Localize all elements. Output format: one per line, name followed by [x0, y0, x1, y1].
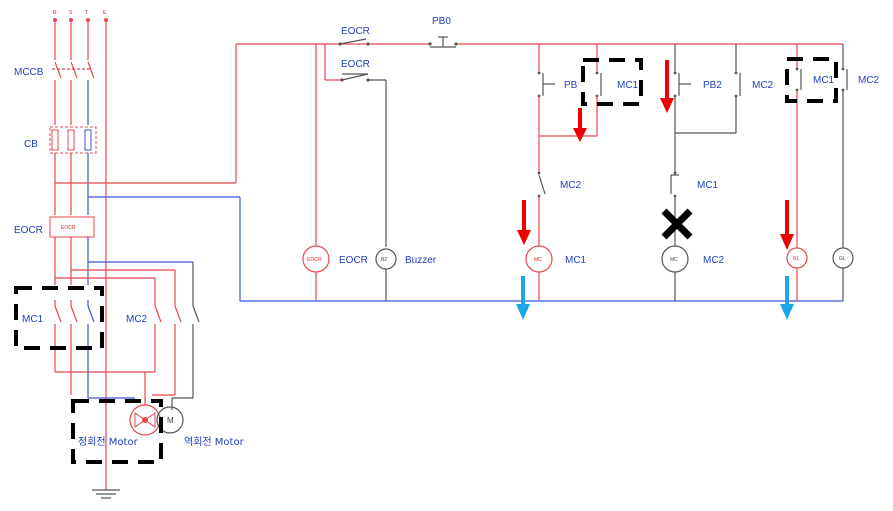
reverse-motor: M: [156, 406, 184, 434]
ground-icon: [92, 489, 120, 499]
mc1-self-hold-label: MC1: [617, 80, 639, 91]
pb1-button: [537, 71, 555, 98]
highlight-forward-motor: [71, 399, 163, 464]
red-arrow-icon: [660, 60, 674, 113]
phase-r-label: R: [53, 10, 57, 16]
cb-box: [49, 126, 97, 154]
phase-e-label: E: [103, 10, 107, 16]
mc2-lamp-contact: [841, 67, 848, 92]
reverse-motor-label: 역회전 Motor: [184, 436, 245, 448]
pb1-label: PB: [564, 80, 578, 91]
buzzer-icon: BZ: [375, 248, 397, 270]
eocr-coil: EOCR: [302, 245, 330, 273]
eocr-contact-second: [340, 73, 370, 82]
mc2-coil: MC: [661, 245, 689, 273]
svg-text:EOCR: EOCR: [307, 257, 322, 263]
pb2-button: [673, 71, 691, 98]
forward-motor: [129, 404, 161, 436]
highlight-mc1-self-hold: [581, 58, 643, 106]
svg-text:BZ: BZ: [381, 257, 387, 263]
blue-arrow-icon: [780, 276, 794, 320]
svg-text:RL: RL: [793, 256, 800, 262]
mc2-self-hold-label: MC2: [752, 80, 774, 91]
mc2-power-contacts: [154, 300, 200, 398]
gl-lamp: GL: [832, 247, 854, 269]
phase-t-label: T: [85, 10, 88, 16]
svg-text:MC: MC: [670, 257, 678, 263]
mc2-interlock-label: MC2: [560, 180, 582, 191]
eocr-power-box: [49, 216, 95, 238]
eocr-coil-label: EOCR: [339, 255, 368, 266]
x-mark-icon: [661, 208, 693, 240]
svg-text:GL: GL: [839, 256, 846, 262]
mc1-coil: MC: [525, 245, 553, 273]
pb0-label: PB0: [432, 16, 451, 27]
mc1-coil-label: MC1: [565, 255, 587, 266]
mccb-label: MCCB: [14, 67, 44, 78]
eocr-contact-second-label: EOCR: [341, 59, 370, 70]
pb0-button: [428, 36, 458, 48]
eocr-power-label: EOCR: [14, 225, 43, 236]
mc1-interlock-label: MC1: [697, 180, 719, 191]
rl-lamp: RL: [786, 247, 808, 269]
eocr-contact-top-label: EOCR: [341, 26, 370, 37]
mc1-lamp-contact: [795, 67, 802, 92]
eocr-contact-top: [338, 38, 370, 46]
mccb-switch: [52, 61, 95, 79]
annotations: [14, 57, 838, 464]
svg-text:MC: MC: [534, 257, 542, 263]
highlight-mc1-power: [14, 286, 104, 350]
mc2-interlock-contact: [537, 171, 546, 198]
mc1-self-hold-contact: [595, 71, 602, 98]
mc1-lamp-label: MC1: [813, 75, 835, 86]
svg-text:M: M: [167, 416, 174, 425]
power-circuit: R S T E MCCB CB: [14, 10, 245, 499]
mc2-power-label: MC2: [126, 314, 148, 325]
red-arrow-icon: [573, 108, 587, 142]
phase-s-label: S: [69, 10, 73, 16]
buzzer-label: Buzzer: [405, 255, 437, 266]
mc2-lamp-label: MC2: [858, 75, 880, 86]
cb-label: CB: [24, 139, 38, 150]
mc1-power-contacts: [54, 300, 95, 330]
control-circuit: EOCR EOCR PB0 EOC: [236, 16, 880, 302]
mc1-power-label: MC1: [22, 314, 44, 325]
pb2-label: PB2: [703, 80, 722, 91]
highlight-mc1-lamp: [785, 57, 838, 103]
svg-text:EOCR: EOCR: [61, 225, 76, 231]
red-arrow-icon: [517, 200, 531, 245]
mc2-coil-label: MC2: [703, 255, 725, 266]
mc2-self-hold-contact: [734, 71, 741, 98]
blue-arrow-icon: [516, 276, 530, 320]
forward-motor-label: 정회전 Motor: [78, 436, 139, 448]
red-arrow-icon: [780, 200, 794, 250]
mc1-interlock-contact: [670, 171, 679, 198]
